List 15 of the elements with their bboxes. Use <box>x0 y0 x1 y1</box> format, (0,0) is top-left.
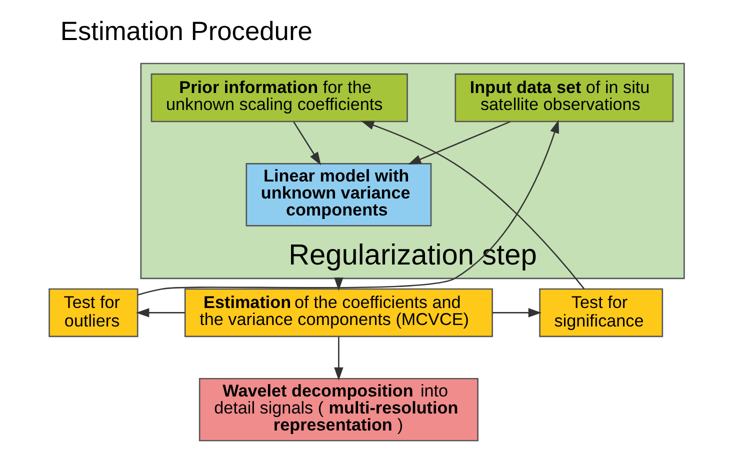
arrow <box>138 120 560 296</box>
node-box: Linear model with unknown variance components <box>246 163 432 226</box>
node-box: Estimation of the coefficients and the variance components (MCVCE) <box>184 288 493 338</box>
node-box: Prior information for the unknown scaling coefficients <box>150 73 408 122</box>
diagram-title: Estimation Procedure <box>60 16 312 46</box>
arrow <box>293 122 322 166</box>
node-box: Test for significance <box>539 288 664 338</box>
arrow <box>136 308 186 318</box>
node-box: Input data set of in situ satellite observations <box>454 73 674 122</box>
arrow <box>360 120 585 290</box>
node-box: Wavelet decomposition into detail signals (multi-resolution representation) <box>198 378 478 442</box>
arrow <box>408 121 510 164</box>
node-box: Test for outliers <box>48 288 138 338</box>
arrow <box>334 336 344 381</box>
arrow <box>492 308 542 318</box>
